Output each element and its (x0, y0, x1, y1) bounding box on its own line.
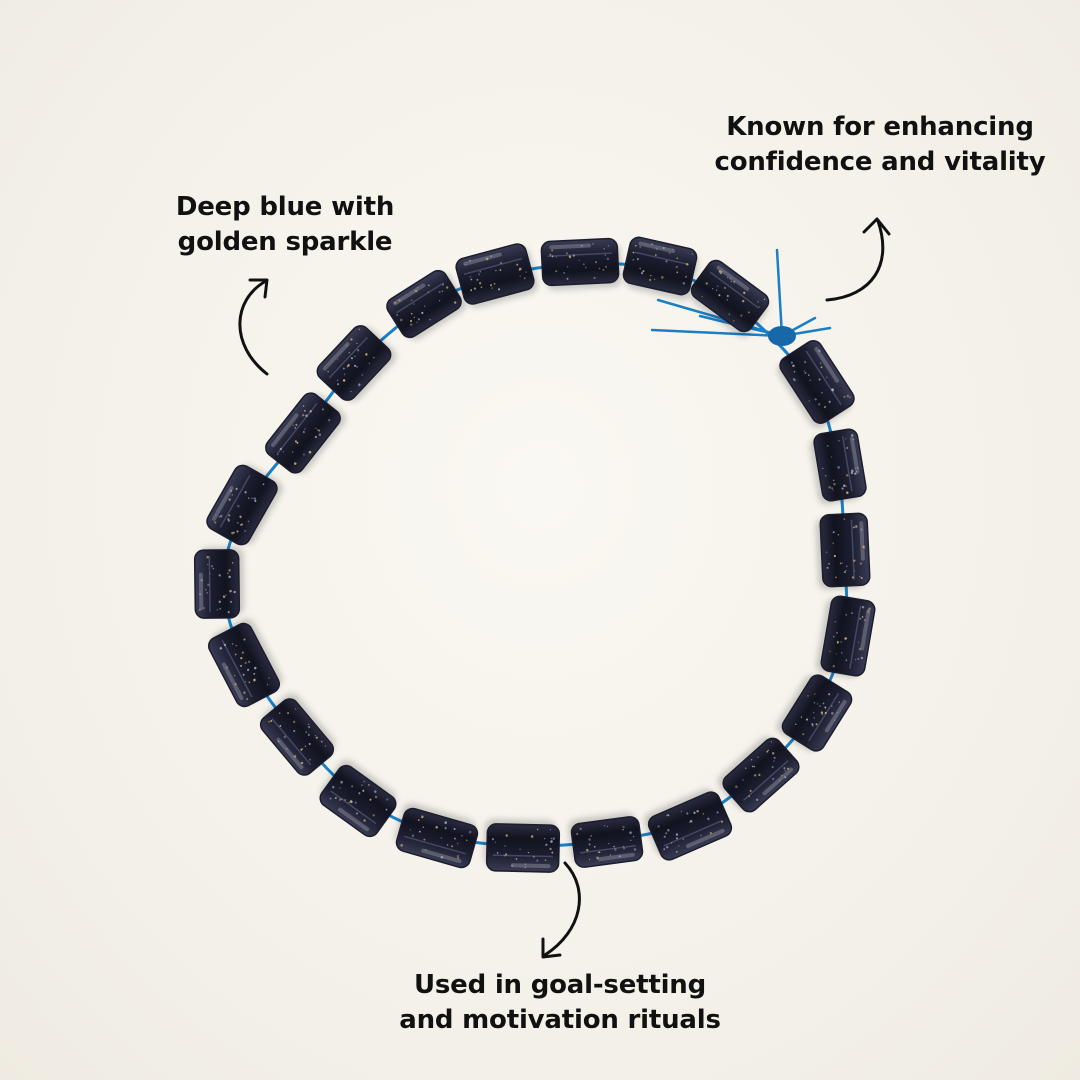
bead (265, 392, 346, 474)
bead (776, 674, 853, 752)
bead (809, 428, 867, 505)
annotation-rituals-line2: and motivation rituals (399, 1005, 721, 1035)
bead (319, 759, 397, 838)
bead (622, 236, 699, 301)
bead (567, 812, 644, 868)
annotation-rituals-line1: Used in goal-setting (413, 970, 707, 1000)
bead (206, 464, 283, 546)
annotation-sparkle: Deep blue with golden sparkle (160, 190, 410, 260)
bead (777, 340, 855, 429)
bead (386, 269, 467, 340)
bead (643, 788, 733, 861)
tassel-strand (775, 248, 784, 338)
bead (483, 818, 561, 873)
bead (455, 243, 539, 309)
bead (540, 237, 622, 291)
bead (717, 736, 800, 813)
cord-knot (768, 326, 796, 346)
annotation-sparkle-line2: golden sparkle (177, 227, 393, 257)
bead (690, 259, 770, 338)
annotation-confidence-line1: Known for enhancing (726, 112, 1034, 142)
bead-group (193, 236, 876, 873)
annotation-rituals: Used in goal-setting and motivation ritu… (370, 968, 750, 1038)
bead (193, 546, 245, 619)
bead (316, 325, 397, 402)
bead (259, 693, 336, 776)
bead (395, 802, 479, 869)
bead (207, 618, 283, 708)
tassel-strand (650, 328, 784, 338)
bead (815, 512, 871, 590)
bead (815, 595, 876, 678)
annotation-confidence: Known for enhancing confidence and vital… (695, 110, 1065, 180)
annotation-confidence-line2: confidence and vitality (714, 147, 1046, 177)
annotation-sparkle-line1: Deep blue with (175, 192, 395, 222)
